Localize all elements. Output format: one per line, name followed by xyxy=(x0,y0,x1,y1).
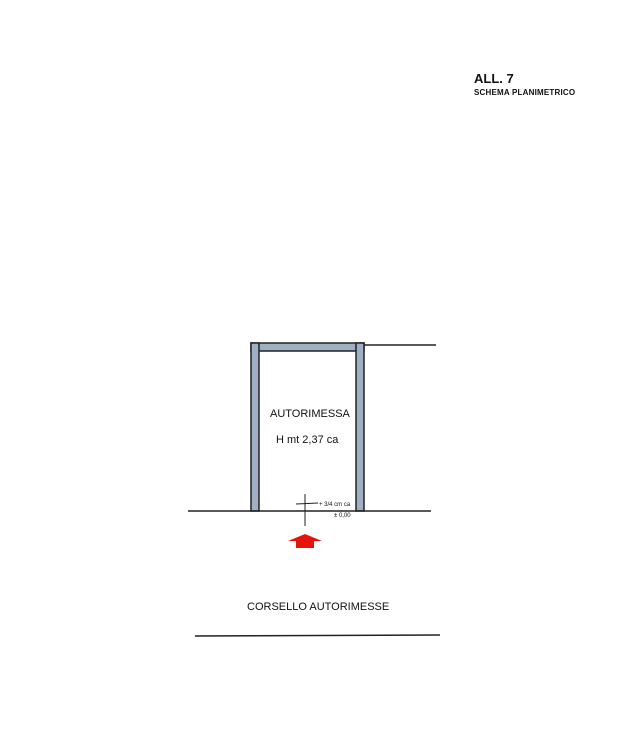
document-subtitle: SCHEMA PLANIMETRICO xyxy=(474,88,576,97)
threshold-level: + 3/4 cm ca xyxy=(319,502,351,508)
corridor-line xyxy=(194,634,441,637)
entrance-arrow-icon xyxy=(288,534,322,548)
room-height: H mt 2,37 ca xyxy=(276,434,339,446)
garage-walls xyxy=(250,342,365,512)
corridor-label: CORSELLO AUTORIMESSE xyxy=(247,601,390,613)
attachment-number: ALL. 7 xyxy=(474,71,514,86)
zero-level: ± 0,00 xyxy=(334,513,351,519)
level-marker xyxy=(295,494,319,526)
room-label: AUTORIMESSA xyxy=(270,408,350,420)
